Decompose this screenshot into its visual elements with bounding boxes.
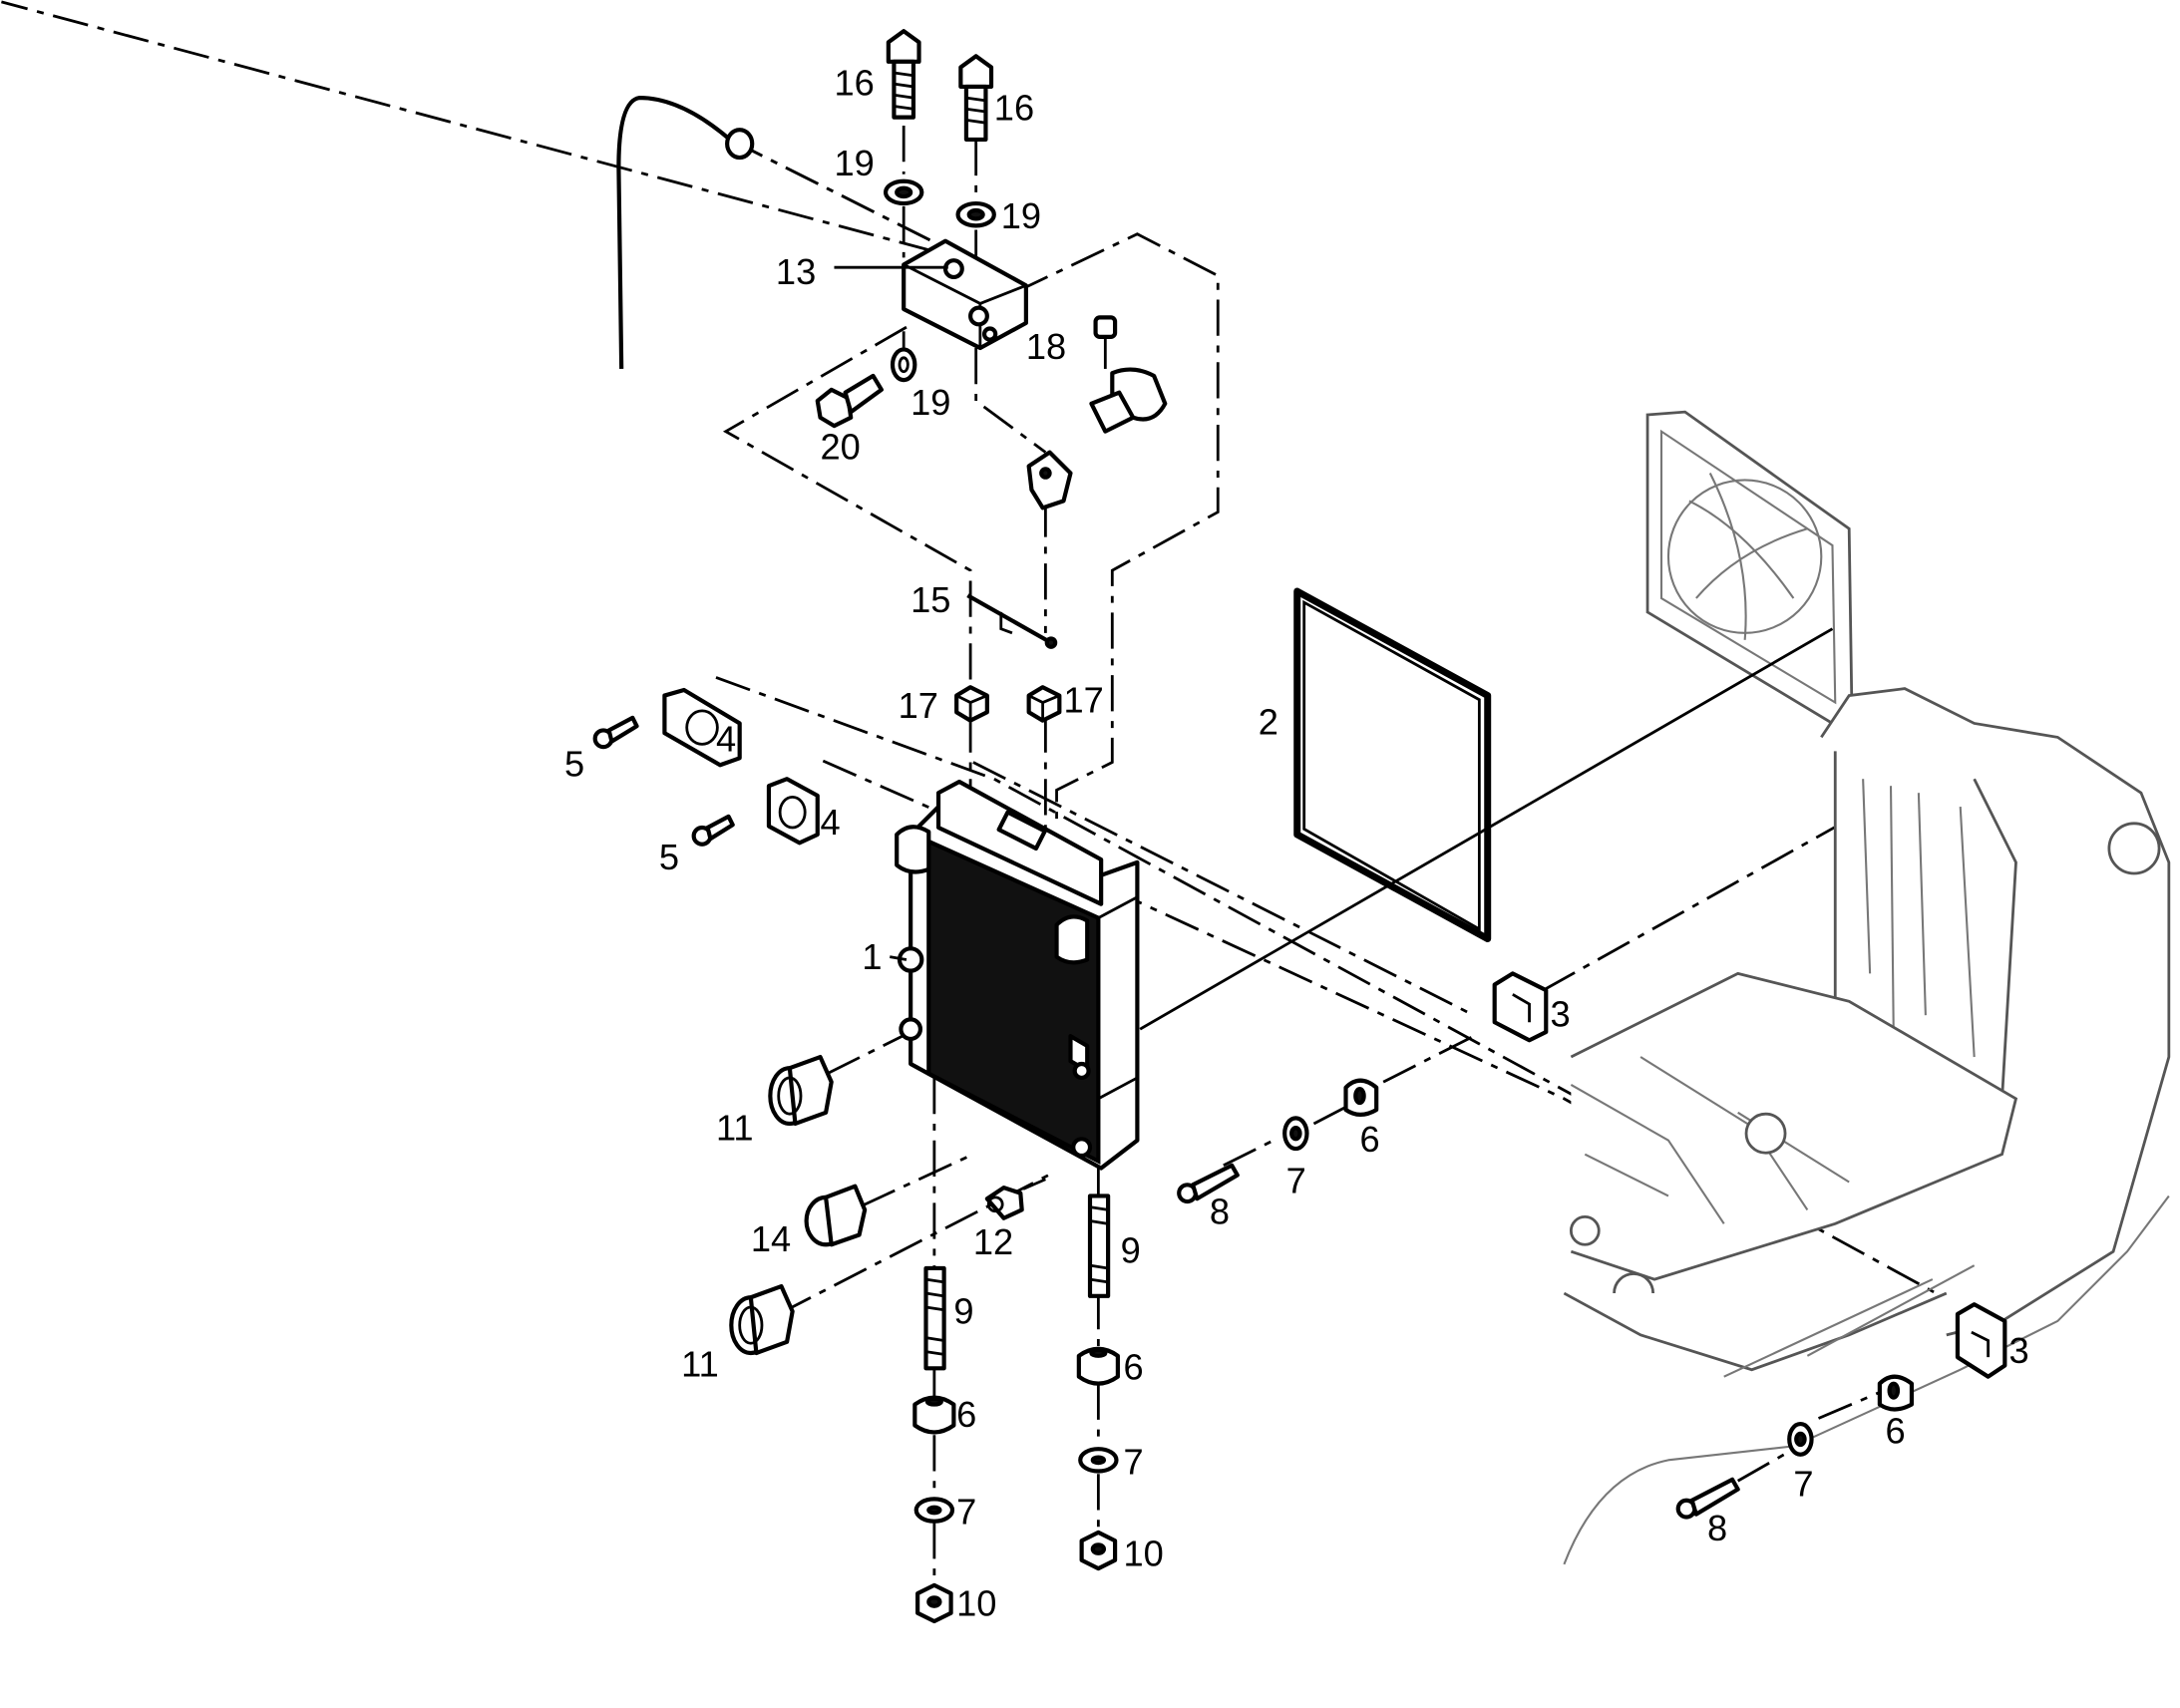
callout-10-left: 10 (956, 1582, 996, 1623)
callout-6-mid: 6 (1359, 1119, 1379, 1160)
bolt-16-left (886, 29, 921, 120)
fitting-12 (984, 1186, 1024, 1220)
callout-11-upper: 11 (716, 1108, 754, 1149)
callout-7-mid: 7 (1286, 1161, 1306, 1201)
callout-1: 1 (862, 936, 882, 977)
callout-19-left: 19 (834, 143, 874, 183)
callout-2: 2 (1259, 702, 1278, 743)
pin-15 (966, 593, 1058, 649)
mount-6-far (1877, 1374, 1915, 1412)
radiator-core (895, 779, 1140, 1171)
callout-13: 13 (776, 251, 816, 292)
flange-4-lower (766, 777, 820, 846)
callout-16-left: 16 (834, 62, 874, 103)
callout-6-far: 6 (1885, 1411, 1905, 1452)
callout-7-left: 7 (956, 1491, 976, 1532)
callout-19-lower: 19 (910, 382, 950, 423)
callout-3-mid: 3 (1550, 993, 1570, 1034)
gasket-frame (1293, 587, 1492, 943)
bolt-16-right (958, 54, 994, 143)
plate-3-far (1955, 1302, 2007, 1379)
stud-9-right (1087, 1194, 1111, 1298)
screw-5-upper (592, 715, 639, 750)
bolt-8-mid (1177, 1163, 1240, 1204)
mount-bracket (1026, 315, 1168, 511)
callout-7-right: 7 (1123, 1441, 1143, 1482)
callout-4-upper: 4 (716, 718, 736, 759)
nut-17-right (1026, 685, 1062, 723)
washer-19-lower (890, 347, 917, 383)
callout-6-left: 6 (956, 1394, 976, 1435)
nut-10-right (1079, 1530, 1118, 1571)
bolt-20 (815, 373, 884, 429)
screw-5-lower (691, 814, 735, 847)
callout-12: 12 (973, 1221, 1013, 1262)
callout-8-far: 8 (1707, 1508, 1727, 1548)
washer-7-right (1078, 1447, 1119, 1474)
bolt-8-far (1675, 1477, 1740, 1520)
callout-14: 14 (751, 1218, 791, 1259)
callout-11-lower: 11 (681, 1344, 719, 1385)
callout-6-right: 6 (1123, 1346, 1143, 1387)
washer-7-mid (1282, 1116, 1309, 1152)
mount-6-left (912, 1395, 956, 1435)
washer-7-far (1787, 1422, 1814, 1457)
nut-10-left (915, 1582, 953, 1624)
callout-labels: 1 2 3 3 4 4 5 5 6 6 6 6 7 7 7 7 8 8 9 9 … (564, 62, 2029, 1623)
fitting-14 (804, 1184, 868, 1247)
callout-18: 18 (1026, 326, 1066, 367)
leader-lines (834, 265, 948, 961)
washer-7-left (913, 1497, 955, 1524)
stud-9-left (923, 1265, 946, 1371)
fitting-11-upper (768, 1054, 834, 1127)
washer-19-left (883, 178, 924, 206)
callout-8-mid: 8 (1210, 1191, 1230, 1231)
callout-5-upper: 5 (564, 743, 584, 784)
callout-16-right: 16 (994, 87, 1034, 128)
callout-17-right: 17 (1064, 679, 1104, 720)
callout-5-lower: 5 (659, 837, 679, 877)
machine-frame (1139, 410, 2171, 1565)
callout-15: 15 (910, 579, 950, 620)
plate-3-mid (1492, 971, 1549, 1043)
mount-6-mid (1343, 1078, 1379, 1117)
callout-4-lower: 4 (821, 802, 841, 843)
callout-20: 20 (821, 427, 861, 468)
mount-6-right (1076, 1346, 1120, 1386)
callout-9-right: 9 (1121, 1229, 1141, 1270)
terminal-block (902, 238, 1028, 351)
callout-17-left: 17 (899, 685, 938, 726)
callout-19-right: 19 (1001, 195, 1041, 236)
flange-4-upper (662, 687, 742, 768)
washer-19-right (955, 200, 996, 228)
fitting-11-lower (729, 1283, 795, 1356)
nut-17-left (954, 685, 989, 723)
callout-9-left: 9 (953, 1291, 973, 1332)
callout-3-far: 3 (2009, 1330, 2029, 1371)
callout-10-right: 10 (1123, 1533, 1163, 1573)
sensor-cable (616, 96, 755, 369)
callout-7-far: 7 (1793, 1464, 1813, 1505)
